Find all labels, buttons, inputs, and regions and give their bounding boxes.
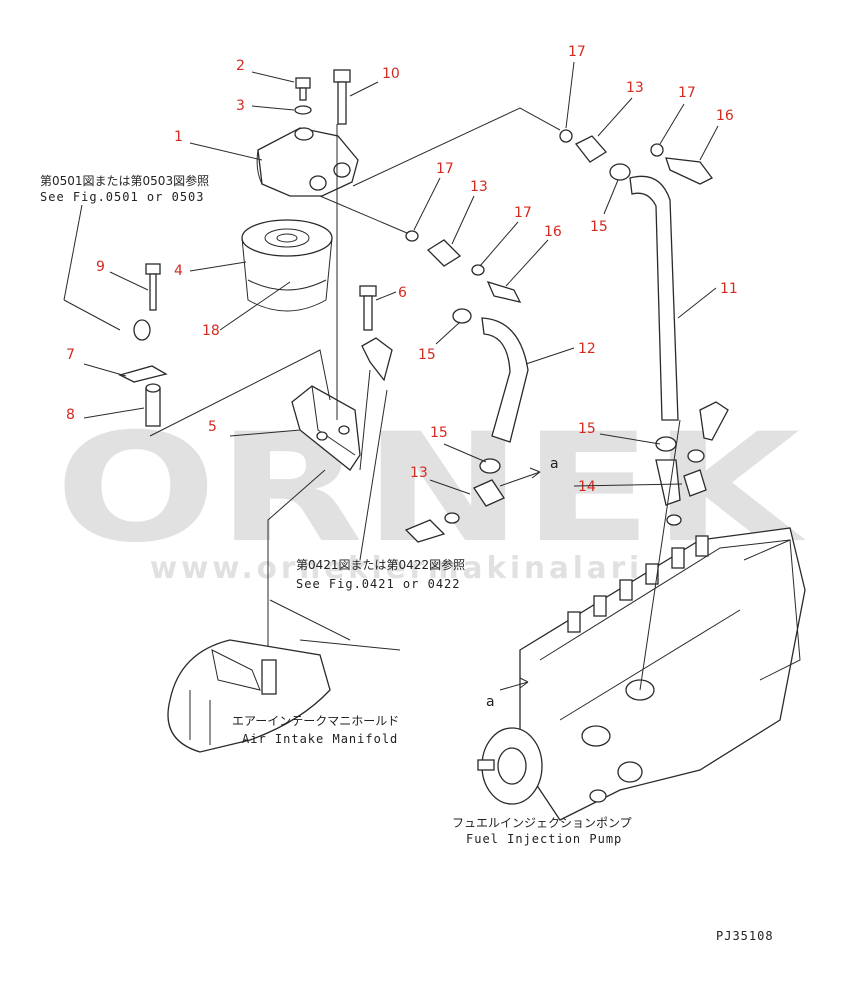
fuel-filter-part [241,219,333,312]
callout-17-mid: 17 [436,161,454,177]
arrow-label-a-lower: a [486,694,495,710]
callout-15-lower: 15 [430,425,448,441]
callout-11: 11 [720,281,738,297]
callout-9: 9 [96,259,105,275]
callout-1: 1 [174,129,183,145]
callout-16-right: 16 [716,108,734,124]
air-intake-manifold [167,599,401,753]
filter-ref-jp: 第0501図または第0503図参照 [40,173,209,188]
bracket-part [291,385,361,471]
fuel-injection-pump [477,419,806,821]
pump-label-en: Fuel Injection Pump [466,832,622,846]
callout-13-mid: 13 [470,179,488,195]
callout-15-right: 15 [590,219,608,235]
callout-12: 12 [578,341,596,357]
callout-14: 14 [578,479,596,495]
callout-6: 6 [398,285,407,301]
callout-17-right: 17 [678,85,696,101]
callout-18: 18 [202,323,220,339]
callout-leaders [83,61,719,495]
callout-17-top: 17 [568,44,586,60]
reference-captions: 第0501図または第0503図参照 See Fig.0501 or 0503 第… [40,173,774,943]
callout-2: 2 [236,58,245,74]
filter-head-part [256,127,359,197]
callout-10: 10 [382,66,400,82]
callout-15-left: 15 [418,347,436,363]
manifold-label-jp: エアーインテークマニホールド [232,714,399,728]
callout-13-low: 13 [410,465,428,481]
leader-lines [63,107,561,665]
callout-labels: 1 2 3 4 5 6 7 8 9 10 11 12 13 13 13 14 1… [66,44,738,495]
callout-16-mid: 16 [544,224,562,240]
callout-5: 5 [208,419,217,435]
callout-15-bottom: 15 [578,421,596,437]
bracket-ref-jp: 第0421図または第0422図参照 [296,557,465,572]
callout-7: 7 [66,347,75,363]
callout-13-top: 13 [626,80,644,96]
watermark-text: ORNEK [55,402,806,576]
filter-ref-en: See Fig.0501 or 0503 [40,190,205,204]
arrow-label-a-upper: a [550,456,559,472]
clamp-parts [118,263,168,427]
top-bolts [294,69,351,125]
bolt-6 [359,285,377,331]
callout-4: 4 [174,263,183,279]
bracket-ref-en: See Fig.0421 or 0422 [296,577,461,591]
callout-17-low: 17 [514,205,532,221]
callout-3: 3 [236,98,245,114]
drawing-code: PJ35108 [716,929,774,943]
callout-8: 8 [66,407,75,423]
manifold-label-en: Air Intake Manifold [242,732,398,746]
bracket-clip [361,337,393,382]
pump-label-jp: フュエルインジェクションポンプ [452,816,632,830]
fittings-and-hoses [404,129,729,543]
